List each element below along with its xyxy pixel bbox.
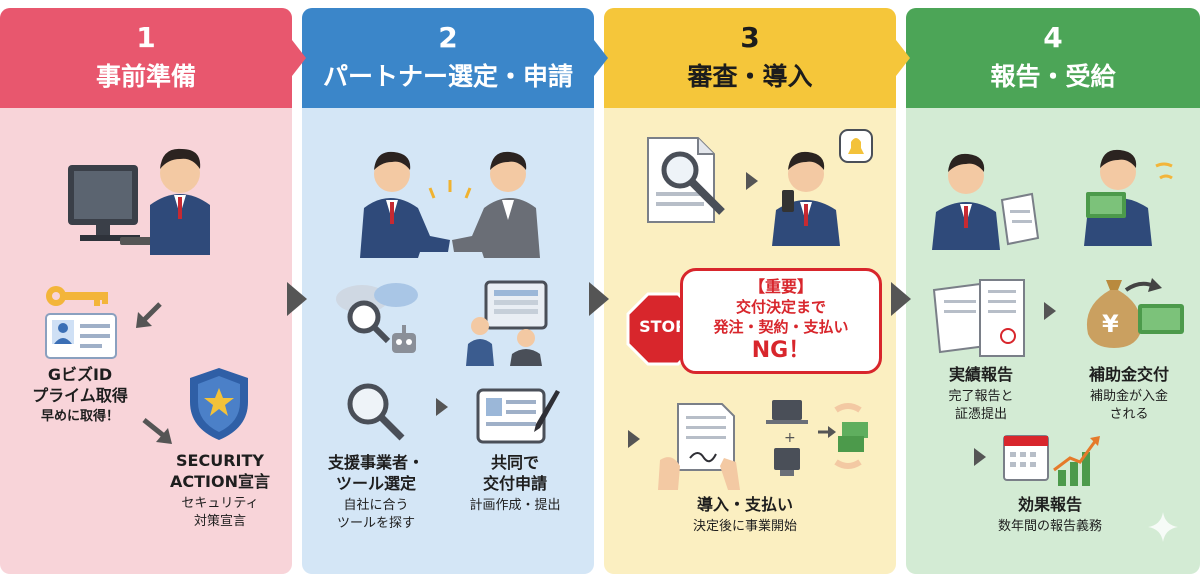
notice-ng: NG！ <box>751 338 811 363</box>
flow-arrow-1-icon <box>287 282 307 316</box>
apply-title-line-1: 共同で <box>490 453 539 472</box>
security-title-line-2: ACTION宣言 <box>170 472 270 491</box>
step-2-header: 2 パートナー選定・申請 <box>302 8 594 108</box>
header-notch-3 <box>896 40 910 76</box>
magnifier-search-icon <box>347 383 405 441</box>
apply-note: 計画作成・提出 <box>469 498 561 513</box>
step-3-header: 3 審査・導入 <box>604 8 896 108</box>
stop-sign-label: STOP <box>639 317 687 336</box>
gbizid-title-line-1: GビズID <box>47 365 113 384</box>
header-notch-1 <box>292 40 306 76</box>
notice-heading: 【重要】 <box>748 277 813 296</box>
step-1-number: 1 <box>136 21 156 54</box>
support-note-line-2: ツールを探す <box>336 516 415 531</box>
security-note-line-1: セキュリティ <box>181 496 259 511</box>
effect-note: 数年間の報告義務 <box>997 519 1102 534</box>
intro-note: 決定後に事業開始 <box>692 519 797 534</box>
report-title: 実績報告 <box>948 365 1013 384</box>
step-1-title: 事前準備 <box>95 62 196 91</box>
notice-line-2: 発注・契約・支払い <box>713 318 849 336</box>
handshake-businessmen-icon <box>360 151 540 258</box>
step-2-title: パートナー選定・申請 <box>322 62 573 91</box>
money-bag-card-icon: ¥ <box>1086 278 1184 348</box>
step-4-header: 4 報告・受給 <box>906 8 1200 108</box>
gbizid-note: 早めに取得！ <box>40 409 119 424</box>
receipts-documents-icon <box>932 279 1025 357</box>
step-1-header: 1 事前準備 <box>0 8 292 108</box>
step-3-intro-arrow-icon <box>628 430 640 448</box>
report-note-line-1: 完了報告と <box>948 389 1014 404</box>
yen-symbol: ¥ <box>1102 310 1119 338</box>
subsidy-note-line-1: 補助金が入金 <box>1089 389 1168 404</box>
cloud-search-robot-icon <box>336 283 418 353</box>
tablet-team-icon <box>466 280 548 366</box>
step-3-review-arrow-icon <box>746 172 758 190</box>
header-notch-2 <box>594 40 608 76</box>
sparkle-icon <box>1148 512 1178 542</box>
arrow-down-right-icon <box>142 418 172 444</box>
step-4-effect-arrow-icon <box>974 448 986 466</box>
flow-arrow-3-icon <box>891 282 911 316</box>
support-title-line-1: 支援事業者・ <box>327 453 424 472</box>
arrow-down-left-icon <box>136 302 162 328</box>
report-note-line-2: 証憑提出 <box>954 407 1007 422</box>
subsidy-note-line-2: される <box>1109 407 1149 422</box>
businessman-receiving-money-icon <box>1084 149 1173 246</box>
flow-arrow-2-icon <box>589 282 609 316</box>
svg-text:+: + <box>784 430 796 446</box>
contract-signing-icon <box>658 403 740 490</box>
step-3-number: 3 <box>740 21 760 54</box>
businessman-at-computer-icon <box>68 148 210 255</box>
security-note-line-2: 対策宣言 <box>193 514 246 529</box>
notice-line-1: 交付決定まで <box>735 298 826 316</box>
gbizid-key-card-icon <box>45 286 117 359</box>
step-4-number: 4 <box>1043 21 1063 54</box>
step-4-title: 報告・受給 <box>990 62 1116 91</box>
security-title-line-1: SECURITY <box>176 451 264 470</box>
laptop-pc-cash-icon: + <box>766 400 868 476</box>
calendar-growth-chart-icon <box>1003 435 1100 486</box>
support-title-line-2: ツール選定 <box>335 474 416 493</box>
tablet-form-pen-icon <box>476 388 560 444</box>
businessman-with-document-icon <box>932 153 1040 250</box>
step-3-title: 審査・導入 <box>687 62 813 91</box>
subsidy-title: 補助金交付 <box>1088 365 1169 384</box>
step-2-number: 2 <box>438 21 458 54</box>
intro-title: 導入・支払い <box>696 495 793 514</box>
important-notice-box: 【重要】 交付決定まで 発注・契約・支払い NG！ <box>680 268 882 374</box>
apply-title-line-2: 交付申請 <box>482 474 547 493</box>
step-4-inner-arrow-icon <box>1044 302 1056 320</box>
step-2-inner-arrow-icon <box>436 398 448 416</box>
gbizid-title-line-2: プライム取得 <box>32 386 128 405</box>
businessman-phone-notification-icon <box>772 129 873 246</box>
support-note-line-1: 自社に合う <box>343 498 409 513</box>
security-shield-icon <box>190 368 248 440</box>
effect-title: 効果報告 <box>1017 495 1082 514</box>
document-review-magnifier-icon <box>647 137 725 223</box>
